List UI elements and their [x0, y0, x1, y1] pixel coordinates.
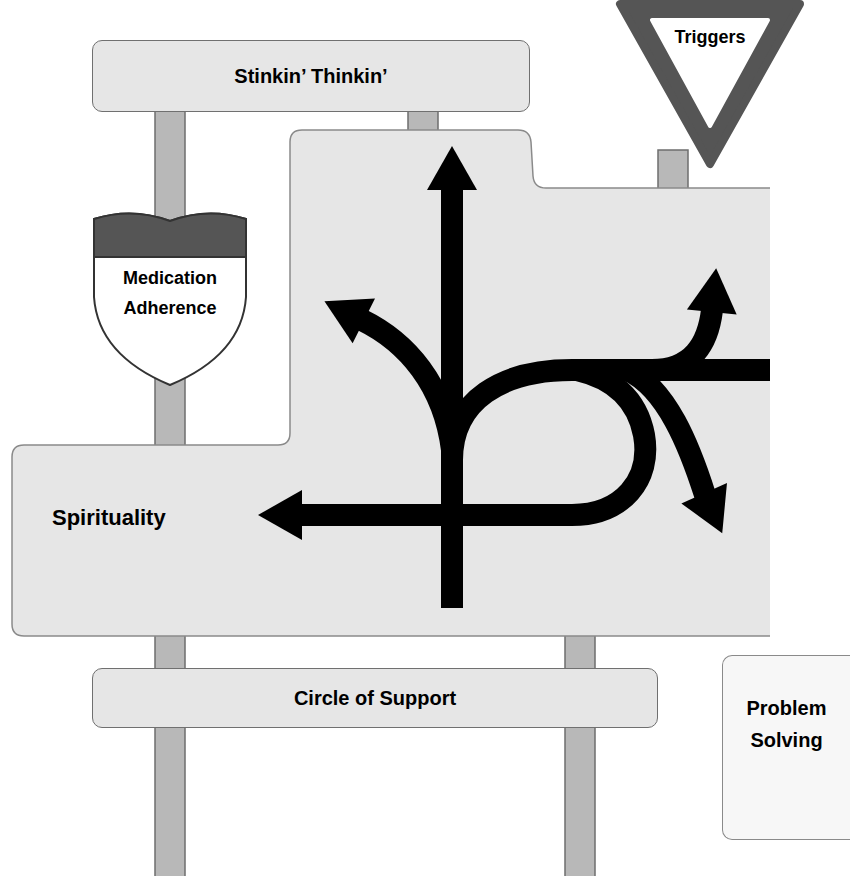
arrow-head	[258, 490, 302, 540]
sign-label: Stinkin’ Thinkin’	[234, 64, 387, 89]
panel-face	[12, 130, 770, 636]
sign-label: Problem Solving	[729, 692, 844, 756]
junction-sign-outline	[12, 130, 770, 636]
sign-label: Triggers	[674, 26, 745, 48]
yield-face	[652, 20, 768, 126]
yield-sign: Triggers	[612, 0, 808, 170]
arrow-head	[681, 483, 727, 533]
junction-sign: Spirituality	[12, 130, 770, 636]
shield-sign-outline	[92, 205, 248, 387]
panel-border	[12, 130, 770, 636]
shield-band	[94, 213, 246, 257]
road-line	[572, 370, 645, 515]
sign-label: Medication Adherence	[102, 263, 238, 323]
arrow-head	[324, 299, 375, 344]
street-sign: Circle of Support	[92, 668, 658, 728]
street-sign: Problem Solving	[722, 655, 850, 840]
road-line	[362, 320, 452, 450]
yield-border	[620, 4, 800, 164]
street-sign: Stinkin’ Thinkin’	[92, 40, 530, 112]
road-line	[652, 310, 712, 370]
junction-arrows	[258, 146, 770, 608]
sign-label: Spirituality	[52, 505, 166, 531]
road-line	[300, 504, 572, 526]
arrow-head	[427, 146, 477, 190]
sign-pole	[658, 150, 688, 192]
shield-sign: Medication Adherence	[92, 205, 248, 387]
arrow-head	[687, 268, 737, 314]
yield-sign-outline	[612, 0, 808, 170]
shield-face	[94, 213, 246, 385]
sign-label: Circle of Support	[294, 686, 456, 711]
road-line	[627, 370, 705, 495]
